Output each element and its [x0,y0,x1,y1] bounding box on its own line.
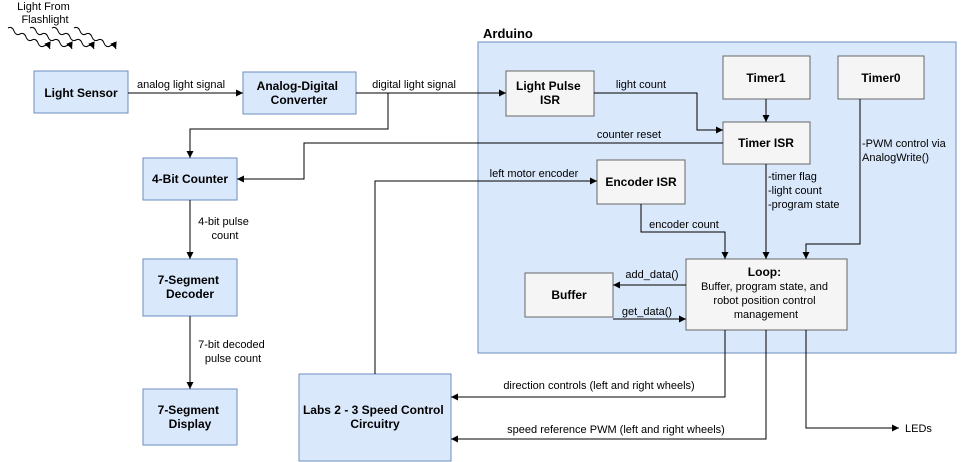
left-encoder-arrow [374,177,597,374]
timer1-block: Timer1 [722,55,811,100]
buffer-block: Buffer [524,272,614,318]
light-count-arrow [594,92,723,134]
speed-reference-arrow [451,330,767,443]
counter-block: 4-Bit Counter [142,157,238,201]
light-sensor-block: Light Sensor [33,70,129,114]
decoded-count-label: 7-bit decoded pulse count [198,339,268,365]
svg-text:Light Sensor: Light Sensor [44,86,118,100]
svg-text:7-Segment Display: 7-Segment Display [158,403,223,431]
svg-text:Buffer: Buffer [551,288,587,302]
svg-text:Encoder ISR: Encoder ISR [605,175,677,189]
adc-block: Analog-Digital Converter [242,71,357,115]
svg-text:4-Bit Counter: 4-Bit Counter [152,172,228,186]
encoder-isr-block: Encoder ISR [596,159,686,205]
svg-text:Light Pulse ISR: Light Pulse ISR [516,79,584,107]
encoder-count-arrow [640,204,729,259]
encoder-count-label: encoder count [649,219,719,231]
timer-outputs-label: -timer flag -light count -program state [768,171,840,211]
light-pulse-isr-block: Light Pulse ISR [505,70,595,117]
seg-decoder-block: 7-Segment Decoder [142,258,238,317]
digital-to-counter-arrow [186,93,389,158]
left-encoder-label: left motor encoder [490,168,579,180]
speed-control-block: Labs 2 - 3 Speed Control Circuitry [298,373,452,462]
light-rays-icon [7,26,117,50]
get-data-label: get_data() [622,306,672,318]
pulse-count-label: 4-bit pulse count [198,216,252,242]
analog-signal-label: analog light signal [137,79,225,91]
leds-arrow [805,330,899,432]
loop-block: Loop: Buffer, program state, and robot p… [685,258,848,331]
seg-display-block: 7-Segment Display [142,388,238,446]
counter-reset-label: counter reset [597,129,661,141]
direction-controls-label: direction controls (left and right wheel… [503,380,694,392]
arduino-label: Arduino [483,26,533,41]
svg-text:Loop: Buffer, program st: Loop: Buffer, program state, and robot p… [701,265,831,321]
pwm-control-label: -PWM control via AnalogWrite() [862,138,949,164]
timer-isr-block: Timer ISR [722,121,811,165]
light-source-label: Light From Flashlight [17,1,73,26]
digital-signal-label: digital light signal [372,79,456,91]
leds-label: LEDs [905,423,932,435]
direction-controls-arrow [451,330,726,401]
svg-text:Analog-Digital Converter: Analog-Digital Converter [257,79,342,107]
svg-text:Labs 2 - 3 Speed Control: Labs 2 - 3 Speed Control Circuitry [303,403,447,431]
svg-text:Timer ISR: Timer ISR [738,136,794,150]
light-count-label: light count [616,79,666,91]
pwm-control-arrow [802,99,861,259]
speed-reference-label: speed reference PWM (left and right whee… [507,424,725,436]
counter-reset-arrow [237,142,723,183]
svg-text:Timer0: Timer0 [861,71,900,85]
svg-text:7-Segment Decoder: 7-Segment Decoder [158,273,223,301]
svg-text:Timer1: Timer1 [746,71,785,85]
add-data-label: add_data() [625,269,678,281]
timer0-block: Timer0 [837,55,925,100]
